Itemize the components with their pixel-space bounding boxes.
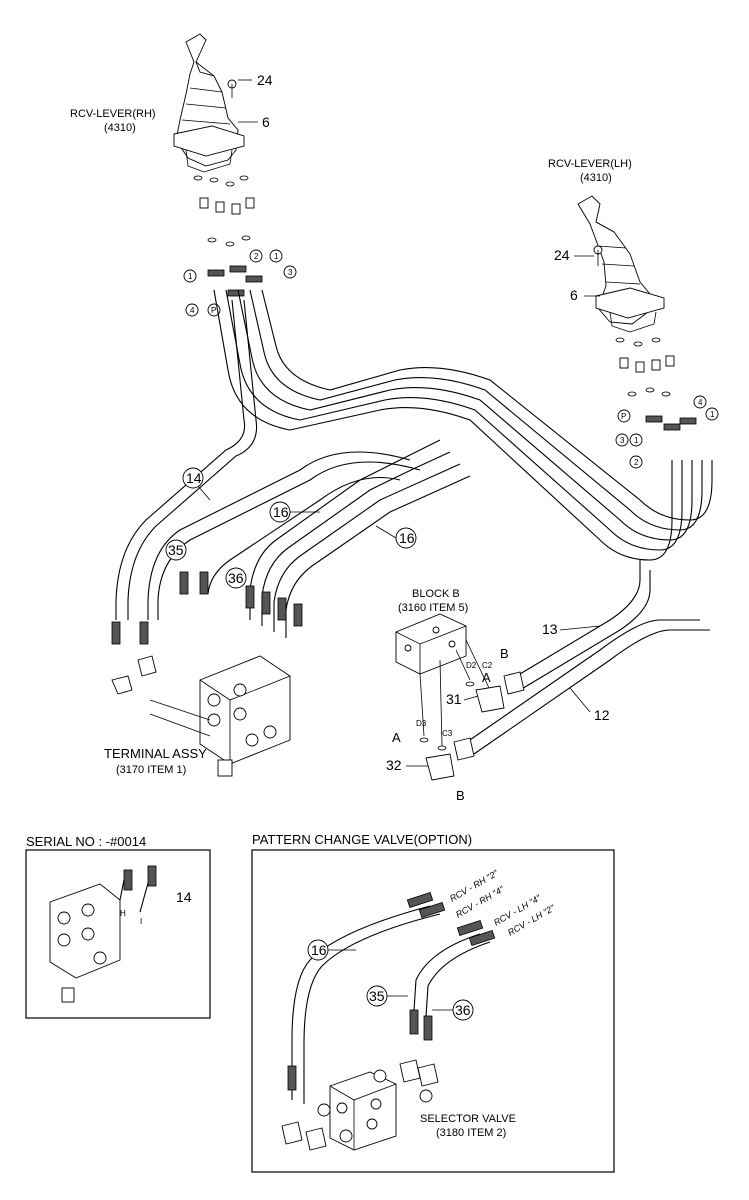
lh-port-4: 4	[698, 398, 703, 407]
lh-port-p: P	[621, 412, 626, 421]
pattern-change-label: PATTERN CHANGE VALVE(OPTION)	[252, 832, 472, 847]
lh-port-1: 1	[634, 436, 639, 445]
selector-valve-label: SELECTOR VALVE	[420, 1113, 516, 1125]
block-port-c2: C2	[482, 661, 493, 670]
rh-port-3: 3	[288, 268, 293, 277]
terminal-assy-label: TERMINAL ASSY	[104, 746, 207, 761]
block-port-a-lower: A	[392, 730, 401, 745]
serial-port-h: H	[120, 909, 126, 918]
block-b	[395, 613, 525, 781]
terminal-assembly	[111, 655, 291, 777]
part-number-32: 32	[386, 757, 402, 773]
rcv-lever-rh-code: (4310)	[104, 122, 136, 134]
hose-bundle-12-13	[463, 560, 710, 755]
hose-end-fittings	[111, 571, 303, 645]
block-port-b-lower: B	[456, 788, 465, 803]
rh-port-1b: 1	[274, 252, 279, 261]
rh-port-callouts	[183, 249, 297, 317]
pattern-part-36: 36	[455, 1002, 471, 1018]
hose-bundle-14	[115, 299, 421, 620]
rh-port-1: 1	[188, 272, 193, 281]
hose-bundle-16	[207, 439, 471, 638]
block-b-label: BLOCK B	[412, 588, 460, 600]
block-port-d3: D3	[416, 719, 427, 728]
serial-inset-frame	[25, 849, 211, 1019]
callout-36	[225, 567, 247, 589]
part-number-31: 31	[446, 691, 462, 707]
part-number-16b: 16	[399, 530, 415, 546]
part-number-6-lh: 6	[570, 287, 578, 303]
serial-port-i: I	[140, 917, 142, 926]
part-number-16a: 16	[273, 504, 289, 520]
terminal-assy-ref: (3170 ITEM 1)	[116, 764, 186, 776]
lh-port-2: 2	[634, 458, 639, 467]
part-number-14: 14	[186, 470, 202, 486]
serial-no-label: SERIAL NO : -#0014	[26, 834, 146, 849]
block-port-b-upper: B	[500, 646, 509, 661]
serial-inset-terminal	[49, 865, 157, 1003]
part-number-24-rh: 24	[257, 72, 273, 88]
rcv-lever-lh	[577, 195, 665, 333]
rh-port-4: 4	[190, 306, 195, 315]
pattern-hoses	[287, 891, 496, 1104]
pattern-part-35: 35	[369, 988, 385, 1004]
rcv-lever-lh-code: (4310)	[580, 172, 612, 184]
block-port-a-upper: A	[482, 670, 491, 685]
selector-valve	[281, 1059, 439, 1151]
rcv-lever-rh	[173, 33, 258, 173]
part-number-12: 12	[594, 707, 610, 723]
callout-35	[165, 539, 187, 561]
rcv-lever-lh-label: RCV-LEVER(LH)	[548, 158, 632, 170]
rh-fittings	[193, 175, 263, 297]
rh-port-p: P	[211, 306, 216, 315]
serial-part-14: 14	[176, 889, 192, 905]
block-port-c3: C3	[442, 729, 453, 738]
part-number-35: 35	[168, 542, 184, 558]
part-number-36: 36	[228, 570, 244, 586]
rcv-lever-rh-label: RCV-LEVER(RH)	[70, 108, 156, 120]
lh-fittings	[615, 337, 697, 431]
rh-port-2: 2	[254, 252, 259, 261]
hose-bundle-rh-to-lh	[213, 289, 713, 561]
lh-port-3: 3	[620, 436, 625, 445]
pattern-inset-frame	[251, 849, 615, 1173]
pattern-part-16: 16	[311, 942, 327, 958]
part-number-24-lh: 24	[554, 247, 570, 263]
lh-port-callouts	[615, 395, 719, 469]
callout-14	[182, 467, 204, 489]
part-number-13: 13	[542, 621, 558, 637]
lh-port-1b: 1	[710, 410, 715, 419]
selector-valve-ref: (3180 ITEM 2)	[436, 1127, 506, 1139]
block-b-ref: (3160 ITEM 5)	[398, 602, 468, 614]
block-port-d2: D2	[466, 661, 477, 670]
part-number-6-rh: 6	[262, 114, 270, 130]
